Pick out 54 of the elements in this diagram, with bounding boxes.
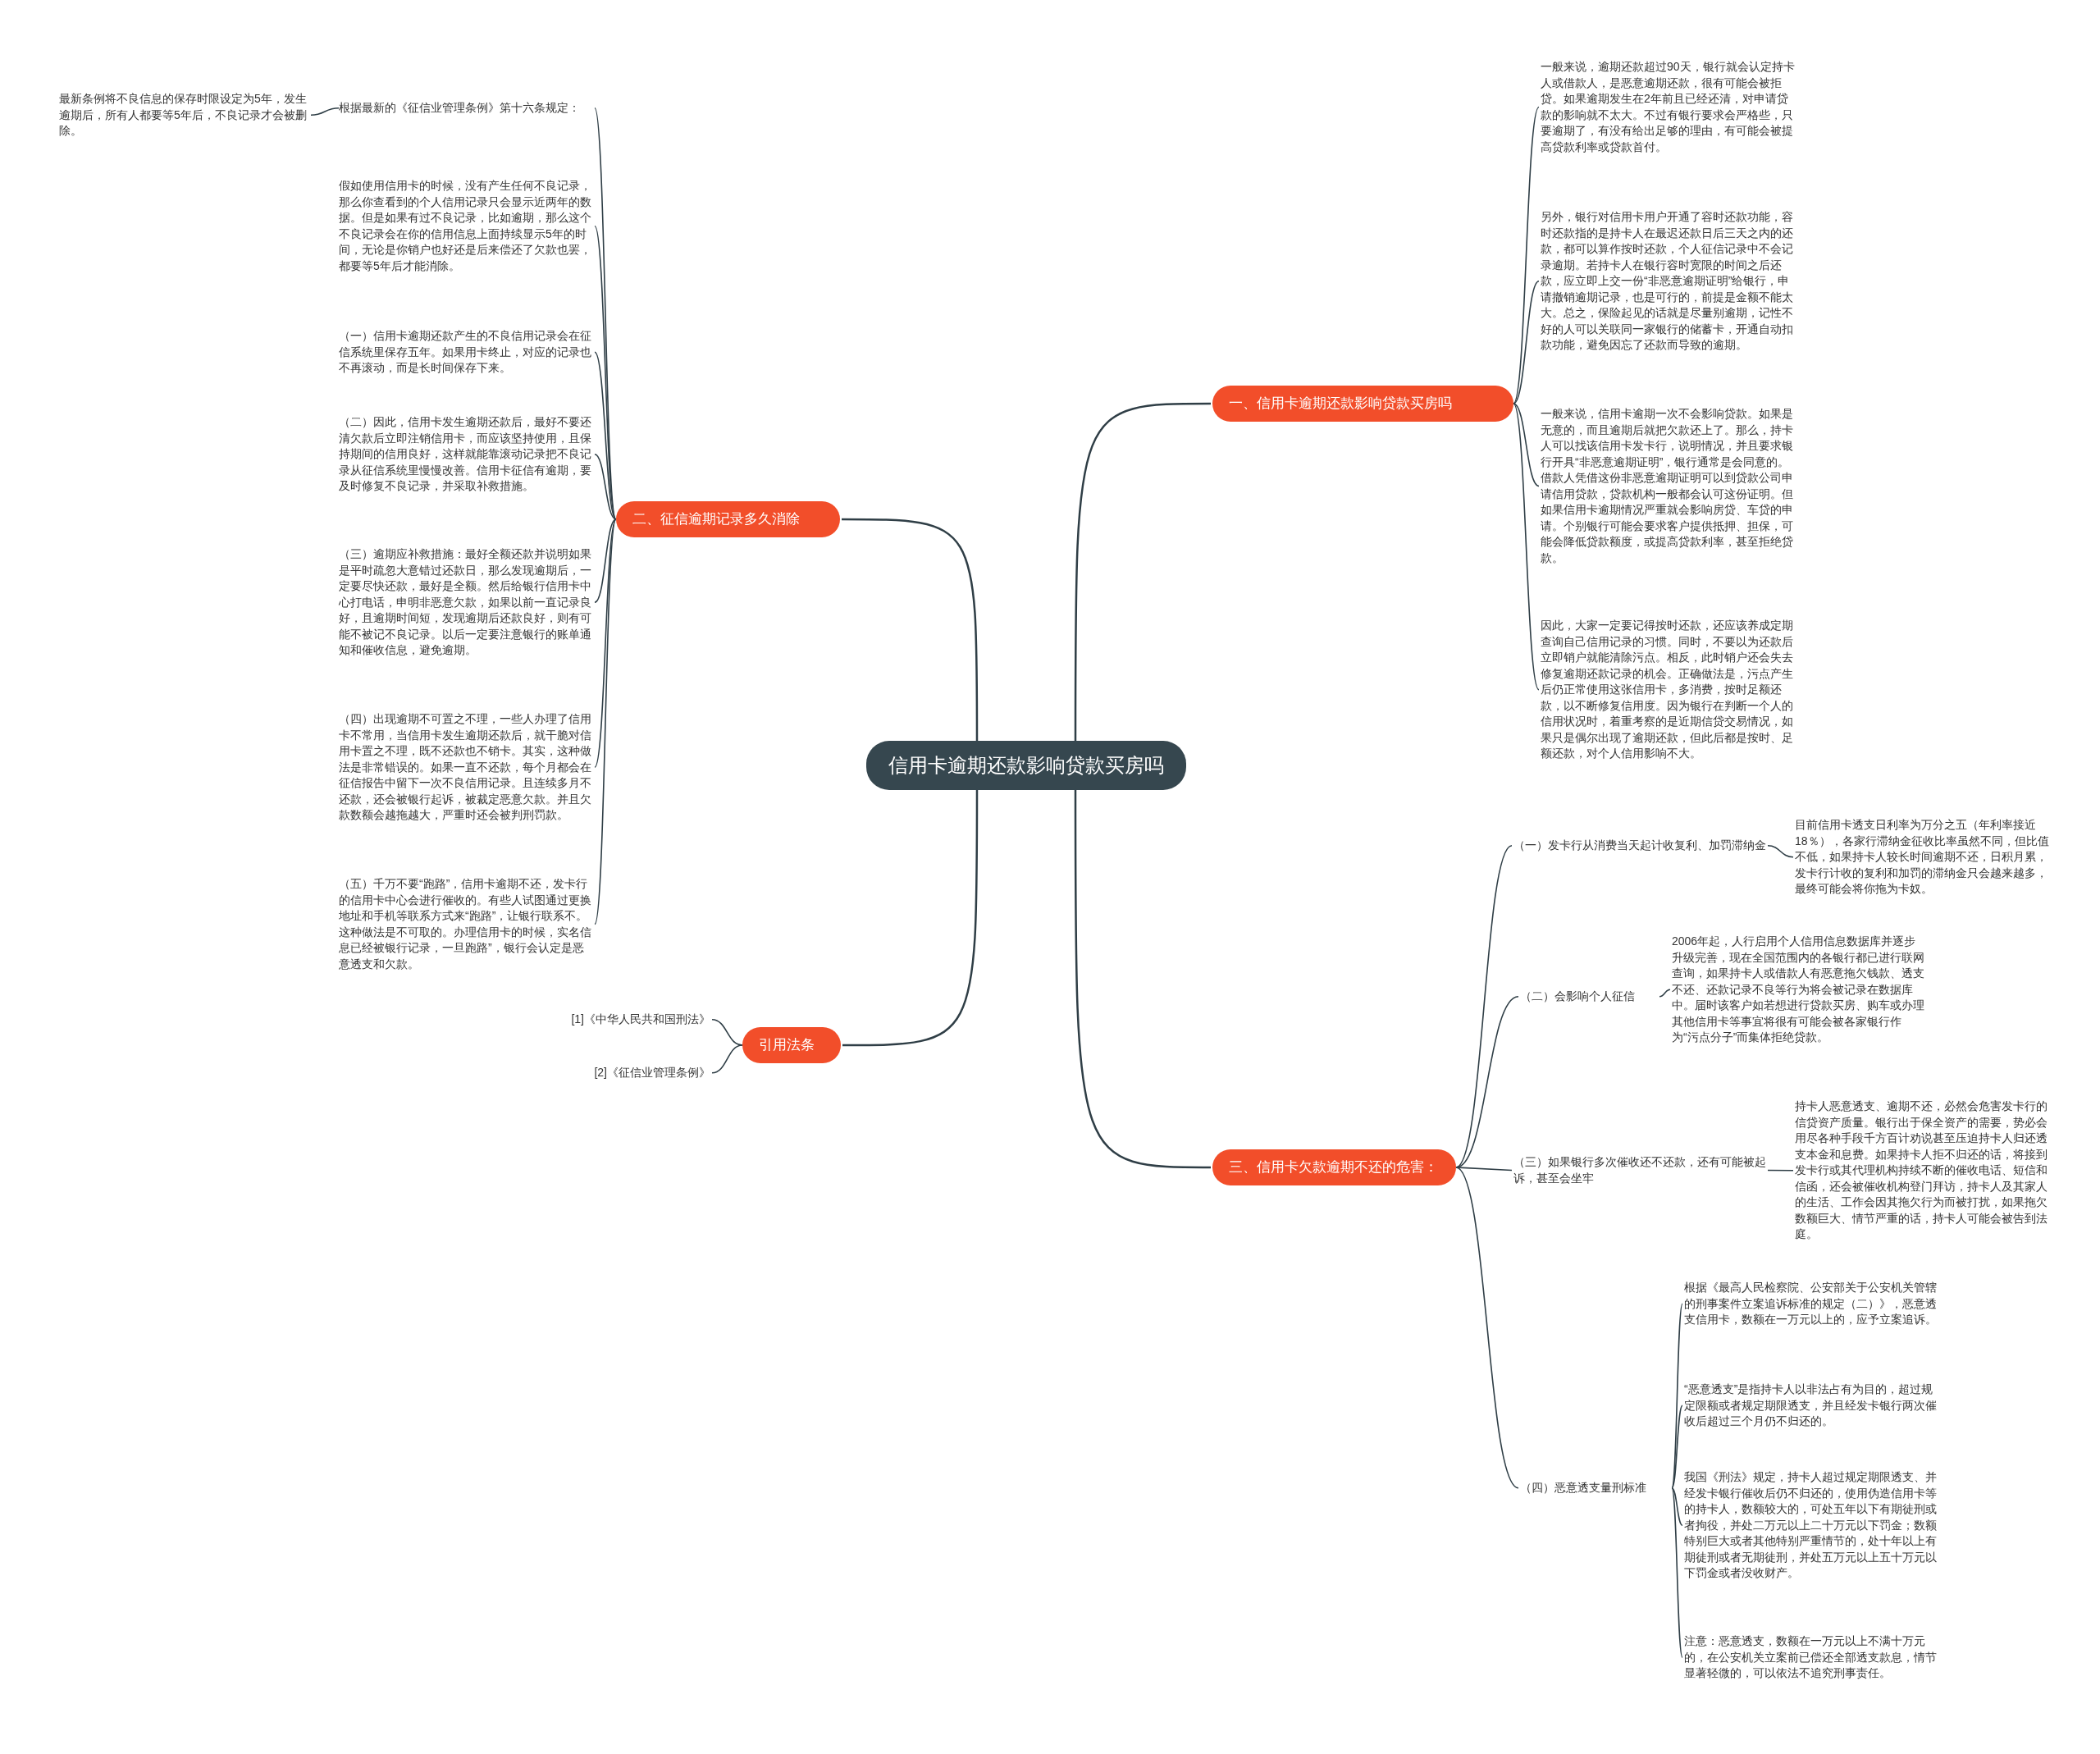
note-text: 根据最新的《征信业管理条例》第十六条规定：: [339, 100, 593, 116]
connector-line: [594, 453, 617, 520]
connector-line: [594, 518, 617, 769]
note-text: [1]《中华人民共和国刑法》: [533, 1012, 710, 1028]
connector-line: [842, 790, 979, 1047]
connector-line: [1767, 844, 1794, 858]
note-text: （五）千万不要“跑路”，信用卡逾期不还，发卡行的信用卡中心会进行催收的。有些人试图通过更换地址和手机等联系方式来“跑路”，让银行联系不。这种做法是不可取的。办理信用卡的时候，实名信息已经被银行记录，一旦跑路”，银行会认定是恶意透支和欠款。: [339, 876, 593, 972]
note-text: 最新条例将不良信息的保存时限设定为5年，发生逾期后，所有人都要等5年后，不良记录才会被删除。: [59, 91, 309, 139]
connector-line: [842, 518, 979, 741]
connector-line: [594, 518, 617, 604]
connector-line: [711, 1044, 743, 1074]
note-text: （一）发卡行从消费当天起计收复利、加罚滞纳金: [1513, 838, 1768, 854]
note-text: [2]《征信业管理条例》: [533, 1065, 710, 1081]
note-text: （三）如果银行多次催收还不还款，还有可能被起诉，甚至会坐牢: [1513, 1154, 1768, 1186]
note-text: 持卡人恶意透支、逾期不还，必然会危害发卡行的信贷资产质量。银行出于保全资产的需要，势必会用尽各种手段千方百计劝说甚至压迫持卡人归还透支本金和息费。如果持卡人拒不归还的话，将接到发卡行或其代理机构持续不断的催收电话、短信和信函，还会被催收机构登门拜访，持卡人及其家人的生活、工作会因其拖欠行为而被打扰，如果拖欠数额巨大、情节严重的话，持卡人可能会被告到法庭。: [1795, 1099, 2051, 1243]
connector-line: [1659, 989, 1671, 998]
connector-line: [1513, 106, 1540, 404]
connector-line: [1074, 402, 1211, 741]
connector-line: [1513, 403, 1540, 691]
note-text: （二）因此，信用卡发生逾期还款后，最好不要还清欠款后立即注销信用卡，而应该坚持使用，且保持期间的信用良好，这样就能靠滚动记录把不良记录从征信系统里慢慢改善。信用卡征信有逾期，要及时修复不良记录，并采取补救措施。: [339, 414, 593, 495]
note-text: 一般来说，信用卡逾期一次不会影响贷款。如果是无意的，而且逾期后就把欠款还上了。那么，持卡人可以找该信用卡发卡行，说明情况，并且要求银行开具“非恶意逾期证明”，银行通常是会同意的。借款人凭借这份非恶意逾期证明可以到贷款公司申请信用贷款，贷款机构一般都会认可这份证明。但如果信用卡逾期情况严重就会影响房贷、车贷的申请。个别银行可能会要求客户提供抵押、担保，可能会降低贷款额度，或提高贷款利率，甚至拒绝贷款。: [1541, 406, 1795, 566]
note-text: 注意：恶意透支，数额在一万元以上不满十万元的，在公安机关立案前已偿还全部透支款息，情节显著轻微的，可以依法不追究刑事责任。: [1684, 1633, 1938, 1682]
connector-line: [1767, 1169, 1794, 1172]
note-text: 我国《刑法》规定，持卡人超过规定期限透支、并经发卡银行催收后仍不归还的，使用伪造信用卡等的持卡人，数额较大的，可处五年以下有期徒刑或者拘役，并处二万元以上二十万元以下罚金；数额特别巨大或者其他特别严重情节的，处十年以上有期徒刑或者无期徒刑，并处五万元以上五十万元以下罚金或者没收财产。: [1684, 1469, 1938, 1582]
note-text: “恶意透支”是指持卡人以非法占有为目的，超过规定限额或者规定期限透支，并且经发卡银行两次催收后超过三个月仍不归还的。: [1684, 1382, 1938, 1430]
connector-line: [1455, 844, 1513, 1168]
note-text: 根据《最高人民检察院、公安部关于公安机关管辖的刑事案件立案追诉标准的规定（二）》，恶意透支信用卡，数额在一万元以上的，应予立案追诉。: [1684, 1280, 1938, 1328]
connector-line: [1513, 280, 1540, 404]
note-text: （一）信用卡逾期还款产生的不良信用记录会在征信系统里保存五年。如果用卡终止，对应的记录也不再滚动，而是长时间保存下来。: [339, 328, 593, 377]
connector-line: [594, 351, 617, 520]
connector-line: [1074, 790, 1211, 1169]
connector-line: [594, 518, 617, 925]
connector-line: [310, 107, 340, 116]
note-text: 假如使用信用卡的时候，没有产生任何不良记录，那么你查看到的个人信用记录只会显示近两年的数据。但是如果有过不良记录，比如逾期，那么这个不良记录会在你的信用信息上面持续显示5年的时间，无论是你销户也好还是后来偿还了欠款也罢，都要等5年后才能消除。: [339, 178, 593, 274]
note-text: 一般来说，逾期还款超过90天，银行就会认定持卡人或借款人，是恶意逾期还款，很有可能会被拒贷。如果逾期发生在2年前且已经还清，对申请贷款的影响就不太大。不过有银行要求会严格些，只要逾期了，有没有给出足够的理由，有可能会被提高贷款利率或贷款首付。: [1541, 59, 1795, 155]
connector-line: [1671, 1405, 1683, 1489]
topic-box: 一、信用卡逾期还款影响贷款买房吗: [1212, 386, 1513, 422]
connector-line: [1455, 1167, 1519, 1489]
note-text: （四）出现逾期不可置之不理，一些人办理了信用卡不常用，当信用卡发生逾期还款后，就干脆对信用卡置之不理，既不还款也不销卡。其实，这种做法是非常错误的。如果一直不还款，每个月都会在征信报告中留下一次不良信用记录。且连续多月不还款，还会被银行起诉，被裁定恶意欠款。并且欠款数额会越拖越大，严重时还会被判刑罚款。: [339, 711, 593, 824]
note-text: （二）会影响个人征信: [1520, 989, 1659, 1005]
central-topic: 信用卡逾期还款影响贷款买房吗: [866, 741, 1186, 790]
topic-box: 二、征信逾期记录多久消除: [616, 501, 840, 537]
note-text: 另外，银行对信用卡用户开通了容时还款功能，容时还款指的是持卡人在最迟还款日后三天之内的还款，都可以算作按时还款，个人征信记录中不会记录逾期。若持卡人在银行容时宽限的时间之后还款，应立即上交一份“非恶意逾期证明”给银行，申请撤销逾期记录，也是可行的，前提是金额不能太大。总之，保险起见的话就是尽量别逾期，记性不好的人可以关联同一家银行的储蓄卡，开通自动扣款功能，避免因忘了还款而导致的逾期。: [1541, 209, 1795, 354]
connector-line: [594, 225, 617, 520]
topic-box: 引用法条: [742, 1027, 841, 1063]
note-text: 目前信用卡透支日利率为万分之五（年利率接近18％），各家行滞纳金征收比率虽然不同，但比值不低，如果持卡人较长时间逾期不还，日积月累，发卡行计收的复利和加罚的滞纳金只会越来越多，最终可能会将你拖为卡奴。: [1795, 817, 2051, 898]
note-text: 2006年起，人行启用个人信用信息数据库并逐步升级完善，现在全国范围内的各银行都已进行联网查询，如果持卡人或借款人有恶意拖欠钱款、透支不还、还款记录不良等行为将会被记录在数据库中。届时该客户如若想进行贷款买房、购车或办理其他信用卡等事宜将很有可能会被各家银行作为“污点分子”而集体拒绝贷款。: [1672, 934, 1926, 1046]
connector-line: [1671, 1487, 1683, 1527]
note-text: （三）逾期应补救措施：最好全额还款并说明如果是平时疏忽大意错过还款日，那么发现逾期后，一定要尽快还款，最好是全额。然后给银行信用卡中心打电话，申明非恶意欠款，如果以前一直记录良好，且逾期时间短，发现逾期后还款良好，则有可能不被记不良记录。以后一定要注意银行的账单通知和催收信息，避免逾期。: [339, 546, 593, 659]
note-text: 因此，大家一定要记得按时还款，还应该养成定期查询自己信用记录的习惯。同时，不要以为还款后立即销户就能清除污点。相反，此时销户还会失去修复逾期还款记录的机会。正确做法是，污点产生后仍正常使用这张信用卡，多消费，按时足额还款，以不断修复信用度。因为银行在判断一个人的信用状况时，着重考察的是近期信贷交易情况，如果只是偶尔出现了逾期还款，但此后都是按时、足额还款，对个人信用影响不大。: [1541, 618, 1795, 762]
note-text: （四）恶意透支量刑标准: [1520, 1480, 1672, 1496]
connector-line: [1671, 1487, 1683, 1659]
topic-box: 三、信用卡欠款逾期不还的危害：: [1212, 1149, 1456, 1185]
connector-line: [1513, 403, 1540, 487]
